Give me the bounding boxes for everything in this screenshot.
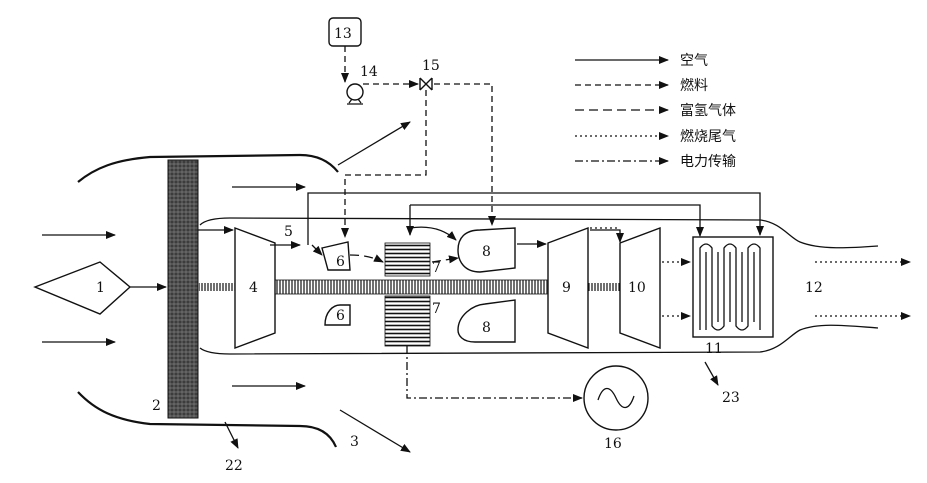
- legend-fuel-label: 燃料: [680, 77, 708, 94]
- high-pressure-shaft: [275, 280, 547, 294]
- label-22: 22: [225, 458, 243, 474]
- label-12: 12: [805, 280, 823, 296]
- legend-power-label: 电力传输: [680, 154, 736, 170]
- label-7b: 7: [432, 301, 441, 317]
- label-15: 15: [422, 58, 440, 74]
- label-11: 11: [705, 341, 723, 357]
- label-6b: 6: [336, 308, 345, 324]
- label-16: 16: [604, 436, 622, 452]
- legend-hydrogen-label: 富氢气体: [680, 102, 736, 119]
- label-13: 13: [334, 26, 352, 42]
- spinner-1: [35, 262, 130, 314]
- pump-14: [347, 84, 363, 100]
- label-9: 9: [562, 280, 571, 296]
- label-3: 3: [350, 434, 359, 450]
- label-1: 1: [96, 280, 105, 296]
- heat-exchanger-11: [693, 237, 773, 337]
- label-10: 10: [628, 280, 646, 296]
- label-14: 14: [360, 64, 378, 80]
- low-pressure-shaft-front: [198, 283, 236, 291]
- label-8a: 8: [482, 244, 491, 260]
- fuel-cell-7-upper: [385, 243, 430, 276]
- label-5: 5: [284, 224, 293, 240]
- low-pressure-shaft-rear: [588, 283, 620, 291]
- fuel-cell-7-lower: [385, 296, 430, 346]
- valve-15: [420, 78, 432, 90]
- label-23: 23: [722, 390, 740, 406]
- label-6a: 6: [336, 254, 345, 270]
- legend-air-label: 空气: [680, 53, 708, 69]
- label-2: 2: [152, 398, 161, 414]
- nacelle: [78, 155, 338, 447]
- label-8b: 8: [482, 320, 491, 336]
- legend-exhaust-label: 燃烧尾气: [680, 128, 736, 145]
- label-4: 4: [249, 280, 258, 296]
- legend: 空气 燃料 富氢气体 燃烧尾气 电力传输: [575, 53, 736, 170]
- fan-2: [168, 160, 198, 418]
